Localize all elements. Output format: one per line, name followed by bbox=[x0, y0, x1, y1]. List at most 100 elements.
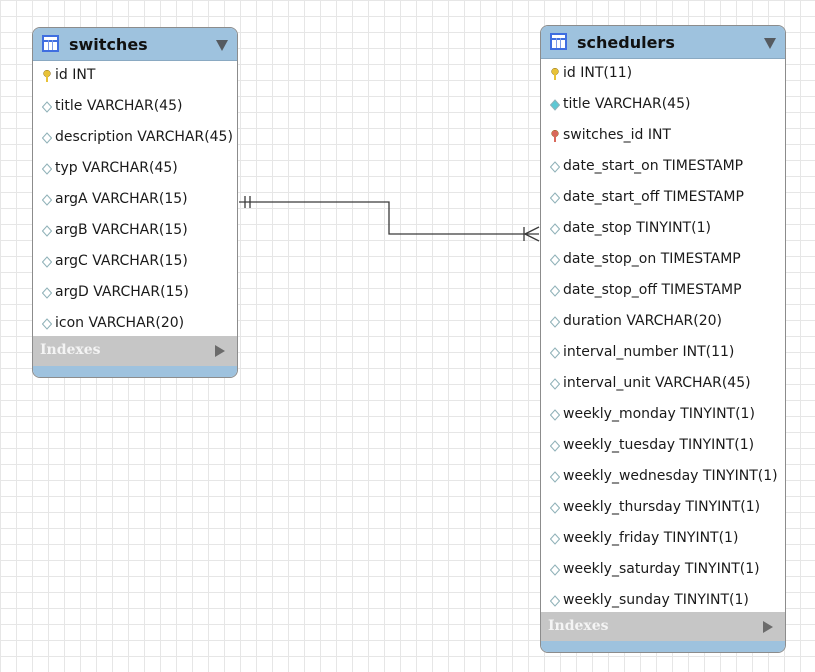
column-label: weekly_monday TINYINT(1) bbox=[563, 406, 755, 422]
column-label: argA VARCHAR(15) bbox=[55, 191, 188, 207]
column-row[interactable]: date_stop_off TIMESTAMP bbox=[541, 276, 785, 307]
column-label: argD VARCHAR(15) bbox=[55, 284, 189, 300]
column-label: date_stop TINYINT(1) bbox=[563, 220, 711, 236]
column-label: interval_unit VARCHAR(45) bbox=[563, 375, 751, 391]
column-label: interval_number INT(11) bbox=[563, 344, 735, 360]
table-footer bbox=[541, 641, 785, 652]
column-icon bbox=[42, 318, 52, 330]
column-row[interactable]: argA VARCHAR(15) bbox=[33, 185, 237, 216]
column-label: icon VARCHAR(20) bbox=[55, 315, 185, 331]
table-header[interactable]: schedulers bbox=[541, 26, 785, 59]
column-label: weekly_friday TINYINT(1) bbox=[563, 530, 739, 546]
column-icon bbox=[550, 595, 560, 607]
column-row[interactable]: weekly_monday TINYINT(1) bbox=[541, 400, 785, 431]
table-schedulers[interactable]: schedulers id INT(11) title VARCHAR(45) sw… bbox=[540, 25, 786, 653]
column-label: argB VARCHAR(15) bbox=[55, 222, 188, 238]
column-icon bbox=[550, 409, 560, 421]
column-icon bbox=[550, 316, 560, 328]
indexes-section[interactable]: Indexes bbox=[541, 612, 785, 642]
table-icon bbox=[550, 33, 567, 50]
column-icon bbox=[550, 564, 560, 576]
column-row[interactable]: argB VARCHAR(15) bbox=[33, 216, 237, 247]
column-row[interactable]: title VARCHAR(45) bbox=[541, 90, 785, 121]
column-label: date_stop_on TIMESTAMP bbox=[563, 251, 741, 267]
column-list: id INT title VARCHAR(45) description VARCH… bbox=[33, 61, 237, 340]
column-icon bbox=[550, 378, 560, 390]
crows-foot-line bbox=[524, 233, 540, 242]
column-row[interactable]: weekly_thursday TINYINT(1) bbox=[541, 493, 785, 524]
column-row[interactable]: id INT(11) bbox=[541, 59, 785, 90]
column-row[interactable]: duration VARCHAR(20) bbox=[541, 307, 785, 338]
column-icon bbox=[550, 533, 560, 545]
column-row[interactable]: weekly_saturday TINYINT(1) bbox=[541, 555, 785, 586]
column-label: date_start_off TIMESTAMP bbox=[563, 189, 744, 205]
column-icon bbox=[42, 194, 52, 206]
column-icon bbox=[550, 192, 560, 204]
column-row[interactable]: icon VARCHAR(20) bbox=[33, 309, 237, 340]
not-null-column-icon bbox=[550, 99, 560, 111]
column-label: weekly_sunday TINYINT(1) bbox=[563, 592, 749, 608]
table-name: schedulers bbox=[577, 33, 675, 52]
primary-key-icon bbox=[43, 70, 51, 82]
column-icon bbox=[42, 163, 52, 175]
primary-key-icon bbox=[551, 68, 559, 80]
column-icon bbox=[550, 347, 560, 359]
column-row[interactable]: date_stop TINYINT(1) bbox=[541, 214, 785, 245]
column-icon bbox=[550, 440, 560, 452]
column-label: date_start_on TIMESTAMP bbox=[563, 158, 744, 174]
expand-arrow-icon[interactable] bbox=[763, 621, 773, 633]
column-icon bbox=[550, 471, 560, 483]
column-row[interactable]: id INT bbox=[33, 61, 237, 92]
column-row[interactable]: interval_unit VARCHAR(45) bbox=[541, 369, 785, 400]
column-row[interactable]: argD VARCHAR(15) bbox=[33, 278, 237, 309]
column-icon bbox=[550, 223, 560, 235]
column-icon bbox=[42, 132, 52, 144]
column-label: duration VARCHAR(20) bbox=[563, 313, 722, 329]
column-row[interactable]: date_start_off TIMESTAMP bbox=[541, 183, 785, 214]
column-icon bbox=[550, 285, 560, 297]
expand-arrow-icon[interactable] bbox=[215, 345, 225, 357]
column-icon bbox=[42, 101, 52, 113]
column-row[interactable]: weekly_friday TINYINT(1) bbox=[541, 524, 785, 555]
column-row[interactable]: title VARCHAR(45) bbox=[33, 92, 237, 123]
collapse-arrow-icon[interactable] bbox=[764, 38, 776, 49]
table-header[interactable]: switches bbox=[33, 28, 237, 61]
column-row[interactable]: description VARCHAR(45) bbox=[33, 123, 237, 154]
column-label: id INT(11) bbox=[563, 65, 633, 81]
column-row[interactable]: typ VARCHAR(45) bbox=[33, 154, 237, 185]
column-label: description VARCHAR(45) bbox=[55, 129, 233, 145]
indexes-label: Indexes bbox=[548, 618, 609, 634]
column-icon bbox=[42, 256, 52, 268]
column-row[interactable]: date_start_on TIMESTAMP bbox=[541, 152, 785, 183]
collapse-arrow-icon[interactable] bbox=[216, 40, 228, 51]
column-row[interactable]: weekly_wednesday TINYINT(1) bbox=[541, 462, 785, 493]
crows-foot-line bbox=[524, 226, 540, 235]
column-label: id INT bbox=[55, 67, 96, 83]
column-icon bbox=[550, 502, 560, 514]
column-row[interactable]: weekly_tuesday TINYINT(1) bbox=[541, 431, 785, 462]
column-icon bbox=[42, 225, 52, 237]
column-label: weekly_wednesday TINYINT(1) bbox=[563, 468, 778, 484]
foreign-key-icon bbox=[551, 130, 559, 142]
column-icon bbox=[550, 254, 560, 266]
column-label: weekly_saturday TINYINT(1) bbox=[563, 561, 760, 577]
column-label: title VARCHAR(45) bbox=[55, 98, 183, 114]
column-label: switches_id INT bbox=[563, 127, 671, 143]
column-row[interactable]: switches_id INT bbox=[541, 121, 785, 152]
indexes-section[interactable]: Indexes bbox=[33, 336, 237, 366]
table-name: switches bbox=[69, 35, 148, 54]
table-icon bbox=[42, 35, 59, 52]
column-icon bbox=[42, 287, 52, 299]
column-row[interactable]: interval_number INT(11) bbox=[541, 338, 785, 369]
column-label: date_stop_off TIMESTAMP bbox=[563, 282, 742, 298]
column-label: weekly_thursday TINYINT(1) bbox=[563, 499, 761, 515]
column-label: title VARCHAR(45) bbox=[563, 96, 691, 112]
column-row[interactable]: argC VARCHAR(15) bbox=[33, 247, 237, 278]
column-row[interactable]: date_stop_on TIMESTAMP bbox=[541, 245, 785, 276]
column-icon bbox=[550, 161, 560, 173]
column-row[interactable]: weekly_sunday TINYINT(1) bbox=[541, 586, 785, 617]
table-switches[interactable]: switches id INT title VARCHAR(45) descript… bbox=[32, 27, 238, 378]
column-list: id INT(11) title VARCHAR(45) switches_id I… bbox=[541, 59, 785, 617]
indexes-label: Indexes bbox=[40, 342, 101, 358]
